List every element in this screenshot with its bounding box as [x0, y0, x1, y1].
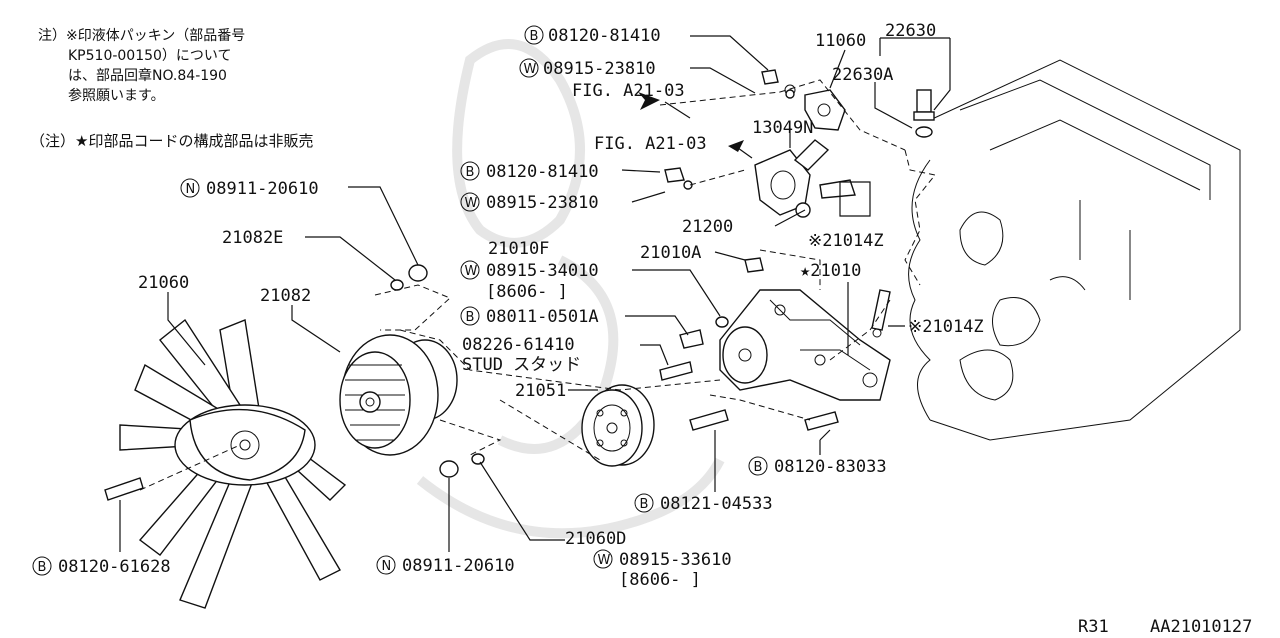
label-21082[interactable]: 21082 [260, 286, 311, 306]
fan-clutch-21082 [339, 334, 458, 456]
svg-text:08121-04533: 08121-04533 [660, 494, 773, 514]
label-b-08011-0501a[interactable]: B 08011-0501A [460, 306, 599, 327]
label-21010[interactable]: ★21010 [800, 261, 861, 281]
note-1-line-3: は、部品回章NO.84-190 [68, 67, 227, 84]
engine-block-outline [908, 59, 1241, 441]
prefix-w: W [524, 62, 537, 77]
label-bracket-8606-a: [8606- ] [486, 282, 568, 302]
label-w-08915-33610[interactable]: W 08915-33610 [593, 549, 732, 570]
label-22630[interactable]: 22630 [885, 21, 936, 41]
footer-code: AA21010127 [1150, 617, 1252, 637]
label-21200[interactable]: 21200 [682, 217, 733, 237]
assembly-dashed-lines [139, 79, 936, 491]
pump-pulley-21051 [581, 384, 655, 467]
fasteners [104, 69, 839, 501]
thermostat-housing-21200 [754, 139, 856, 218]
leader-lines [119, 35, 951, 552]
note-2: （注）★印部品コードの構成部品は非販売 [30, 132, 313, 150]
label-b-08120-61628[interactable]: B 08120-61628 [32, 556, 171, 577]
svg-text:08120-61628: 08120-61628 [58, 557, 171, 577]
gasket-21014z [871, 289, 891, 338]
svg-text:08120-83033: 08120-83033 [774, 457, 887, 477]
water-outlet-11060 [784, 84, 846, 131]
svg-text:N: N [382, 559, 392, 574]
svg-text:W: W [465, 196, 478, 211]
fig-arrows [638, 92, 753, 159]
label-n-08911-20610-top[interactable]: N 08911-20610 [180, 178, 319, 199]
svg-text:08915-23810: 08915-23810 [486, 193, 599, 213]
label-21014z-a[interactable]: ※21014Z [808, 231, 884, 251]
watermark-logo [416, 39, 725, 539]
label-21014z-b[interactable]: ※21014Z [908, 317, 984, 337]
svg-text:08915-34010: 08915-34010 [486, 261, 599, 281]
svg-text:B: B [466, 165, 475, 180]
label-stud: STUD スタッド [462, 355, 581, 375]
label-w-08915-23810-mid[interactable]: W 08915-23810 [460, 192, 599, 213]
note-1-line-4: 参照願います。 [68, 87, 165, 104]
svg-text:08011-0501A: 08011-0501A [486, 307, 599, 327]
note-1-line-2: KP510-00150）について [68, 48, 232, 64]
water-pump-21010 [719, 289, 891, 401]
label-21010a[interactable]: 21010A [640, 243, 701, 263]
svg-text:B: B [466, 310, 475, 325]
svg-text:B: B [38, 560, 47, 575]
svg-text:08911-20610: 08911-20610 [206, 179, 319, 199]
svg-text:08120-81410: 08120-81410 [548, 26, 661, 46]
label-13049n[interactable]: 13049N [752, 118, 813, 138]
label-b-08120-83033[interactable]: B 08120-83033 [748, 456, 887, 477]
svg-text:08915-33610: 08915-33610 [619, 550, 732, 570]
label-b-08120-81410-mid[interactable]: B 08120-81410 [460, 161, 599, 182]
prefix-b: B [530, 29, 539, 44]
prefix-n: N [186, 182, 196, 197]
cooling-fan-21060 [119, 318, 347, 609]
label-bracket-8606-b: [8606- ] [619, 570, 701, 590]
label-21060[interactable]: 21060 [138, 273, 189, 293]
svg-text:B: B [640, 497, 649, 512]
label-08226-61410[interactable]: 08226-61410 [462, 335, 575, 355]
label-21060d[interactable]: 21060D [565, 529, 626, 549]
label-b-08121-04533[interactable]: B 08121-04533 [634, 493, 773, 514]
svg-text:08120-81410: 08120-81410 [486, 162, 599, 182]
label-w-08915-34010[interactable]: W 08915-34010 [460, 260, 599, 281]
label-11060[interactable]: 11060 [815, 31, 866, 51]
svg-text:08915-23810: 08915-23810 [543, 59, 656, 79]
label-22630a[interactable]: 22630A [832, 65, 893, 85]
label-fig-a21-03-mid[interactable]: FIG. A21-03 [594, 134, 707, 154]
footer-model: R31 [1078, 617, 1109, 637]
label-n-08911-20610-bot[interactable]: N 08911-20610 [376, 555, 515, 576]
label-b-08120-81410-top[interactable]: B 08120-81410 [524, 25, 661, 46]
svg-text:B: B [754, 460, 763, 475]
label-21082e[interactable]: 21082E [222, 228, 283, 248]
svg-text:08911-20610: 08911-20610 [402, 556, 515, 576]
label-w-08915-23810-top[interactable]: W 08915-23810 [519, 58, 656, 79]
label-21051[interactable]: 21051 [515, 381, 566, 401]
svg-text:W: W [598, 553, 611, 568]
svg-text:W: W [465, 264, 478, 279]
note-1-line-1: 注）※印液体パッキン（部品番号 [38, 28, 245, 44]
label-21010f[interactable]: 21010F [488, 239, 549, 259]
temp-sensor-22630 [913, 89, 935, 138]
label-fig-a21-03-top[interactable]: FIG. A21-03 [572, 81, 685, 101]
